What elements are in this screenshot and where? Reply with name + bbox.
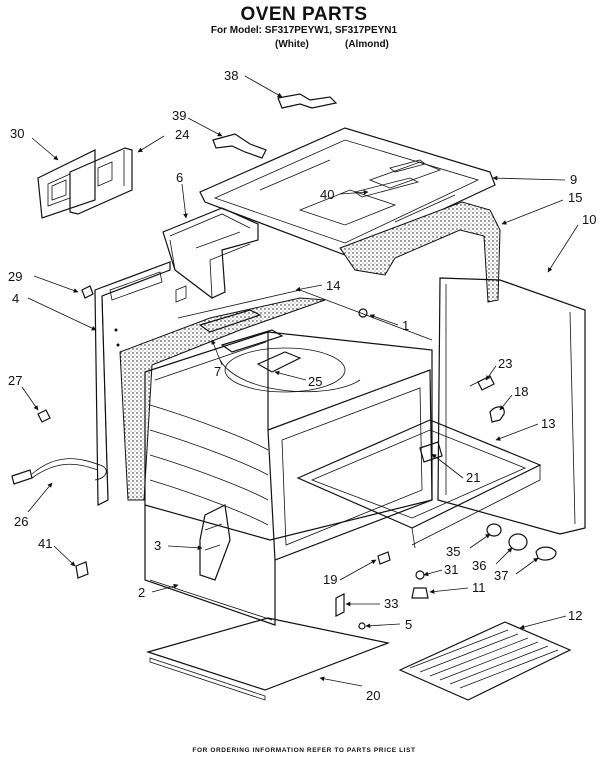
callout-33: 33	[384, 596, 398, 611]
part-4-left-side-panel	[94, 261, 187, 506]
callout-6: 6	[176, 170, 183, 185]
callout-36: 36	[472, 558, 486, 573]
callout-40: 40	[320, 187, 334, 202]
part-12-oven-rack	[398, 621, 572, 701]
callout-14: 14	[326, 278, 340, 293]
leader-lines	[21, 75, 579, 687]
part-10-right-side-panel	[437, 277, 586, 535]
callout-19: 19	[323, 572, 337, 587]
part-20-bottom-drawer-panel	[145, 617, 391, 701]
callout-12: 12	[568, 608, 582, 623]
part-23-igniter	[469, 375, 495, 391]
ordering-info-footer: FOR ORDERING INFORMATION REFER TO PARTS …	[192, 747, 416, 754]
part-21-spreader	[419, 441, 443, 463]
part-24-bracket	[69, 147, 133, 215]
callout-9: 9	[570, 172, 577, 187]
callout-2: 2	[138, 585, 145, 600]
page-title: OVEN PARTS	[240, 4, 368, 25]
callout-27: 27	[8, 373, 22, 388]
callout-3: 3	[154, 538, 161, 553]
oven-front-frame	[267, 369, 433, 561]
part-11-valve	[411, 587, 429, 599]
part-13-oven-bottom	[296, 419, 542, 549]
variant-almond: (Almond)	[345, 39, 389, 50]
callout-26: 26	[14, 514, 28, 529]
callout-23: 23	[498, 356, 512, 371]
callout-20: 20	[366, 688, 380, 703]
callout-25: 25	[308, 374, 322, 389]
callout-38: 38	[224, 68, 238, 83]
callout-4: 4	[12, 291, 19, 306]
callout-29: 29	[8, 269, 22, 284]
part-19-clip	[377, 551, 391, 565]
callout-5: 5	[405, 617, 412, 632]
part-29-clip	[81, 285, 94, 299]
part-39-bracket	[212, 133, 267, 159]
callout-15: 15	[568, 190, 582, 205]
part-31-orifice	[415, 570, 425, 580]
callout-10: 10	[582, 212, 596, 227]
part-18-clip	[489, 406, 505, 423]
part-33-bracket	[335, 593, 345, 617]
variant-white: (White)	[275, 39, 309, 50]
callout-37: 37	[494, 568, 508, 583]
model-line: For Model: SF317PEYW1, SF317PEYN1	[210, 25, 398, 36]
part-1-nut	[358, 308, 368, 318]
part-37-bulb	[535, 546, 557, 561]
callout-21: 21	[466, 470, 480, 485]
part-38-top-bracket	[277, 93, 338, 109]
callout-18: 18	[514, 384, 528, 399]
part-6-vent-duct	[162, 207, 259, 299]
part-41-clip	[75, 561, 89, 579]
part-15-insulation-top	[339, 201, 501, 303]
callout-11: 11	[472, 580, 486, 595]
part-27-clip	[37, 409, 51, 423]
part-7-vent-grill	[198, 309, 284, 353]
callout-1: 1	[402, 318, 409, 333]
callout-labels: 38 39 30 24 6 9 15 10 40 29 4 14 1 7 25 …	[8, 68, 596, 703]
callout-31: 31	[444, 562, 458, 577]
part-14-insulation-wrap	[119, 297, 326, 501]
part-9-top-panel	[199, 127, 496, 256]
part-40-burner-baffle	[354, 159, 426, 198]
part-36-socket	[508, 533, 528, 551]
callout-39: 39	[172, 108, 186, 123]
callout-35: 35	[446, 544, 460, 559]
callout-30: 30	[10, 126, 24, 141]
part-25-bake-burner	[224, 347, 346, 393]
part-35-knob	[486, 523, 502, 537]
callout-13: 13	[541, 416, 555, 431]
callout-41: 41	[38, 536, 52, 551]
part-5-screw	[358, 622, 366, 630]
part-3-burner-assembly	[199, 504, 231, 581]
callout-7: 7	[214, 364, 221, 379]
callout-24: 24	[175, 127, 189, 142]
part-30-control-panel	[37, 149, 96, 219]
part-26-power-cord	[11, 458, 107, 485]
